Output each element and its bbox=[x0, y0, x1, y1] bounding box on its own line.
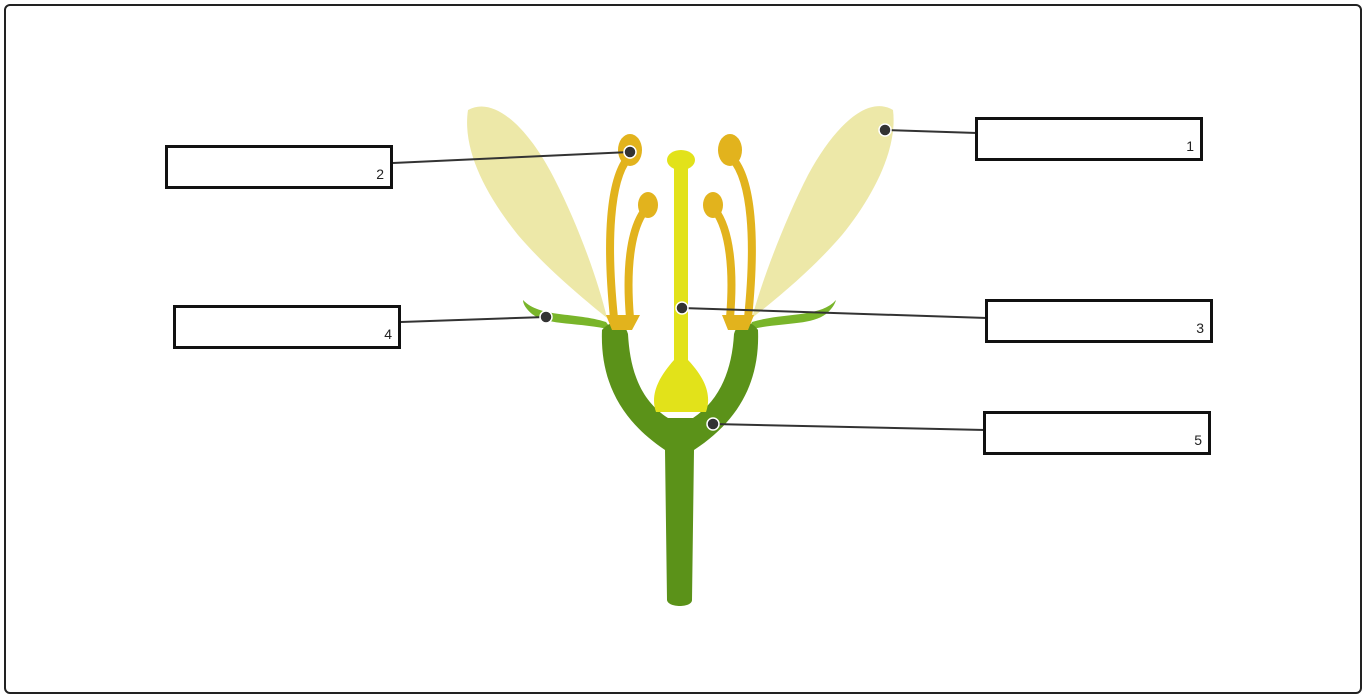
label-number: 5 bbox=[1194, 432, 1202, 448]
pistil bbox=[654, 165, 708, 412]
anther bbox=[638, 192, 658, 218]
pointer-dot-1 bbox=[879, 124, 891, 136]
label-box-4[interactable]: 4 bbox=[173, 305, 401, 349]
left-petal bbox=[467, 106, 607, 318]
stigma bbox=[667, 150, 695, 170]
leader-line-1 bbox=[885, 130, 977, 133]
anther bbox=[718, 134, 742, 166]
anther bbox=[703, 192, 723, 218]
leader-line-5 bbox=[713, 424, 985, 430]
pointer-dot-3 bbox=[676, 302, 688, 314]
pointer-dot-2 bbox=[624, 146, 636, 158]
label-number: 4 bbox=[384, 326, 392, 342]
label-number: 2 bbox=[376, 166, 384, 182]
label-box-2[interactable]: 2 bbox=[165, 145, 393, 189]
stamen-filament bbox=[629, 210, 645, 318]
label-box-1[interactable]: 1 bbox=[975, 117, 1203, 161]
pointer-dot-5 bbox=[707, 418, 719, 430]
right-petal bbox=[752, 106, 894, 318]
stamen-filament bbox=[715, 210, 731, 318]
label-number: 1 bbox=[1186, 138, 1194, 154]
label-number: 3 bbox=[1196, 320, 1204, 336]
label-box-5[interactable]: 5 bbox=[983, 411, 1211, 455]
leader-line-4 bbox=[401, 317, 546, 322]
pointer-dot-4 bbox=[540, 311, 552, 323]
label-box-3[interactable]: 3 bbox=[985, 299, 1213, 343]
